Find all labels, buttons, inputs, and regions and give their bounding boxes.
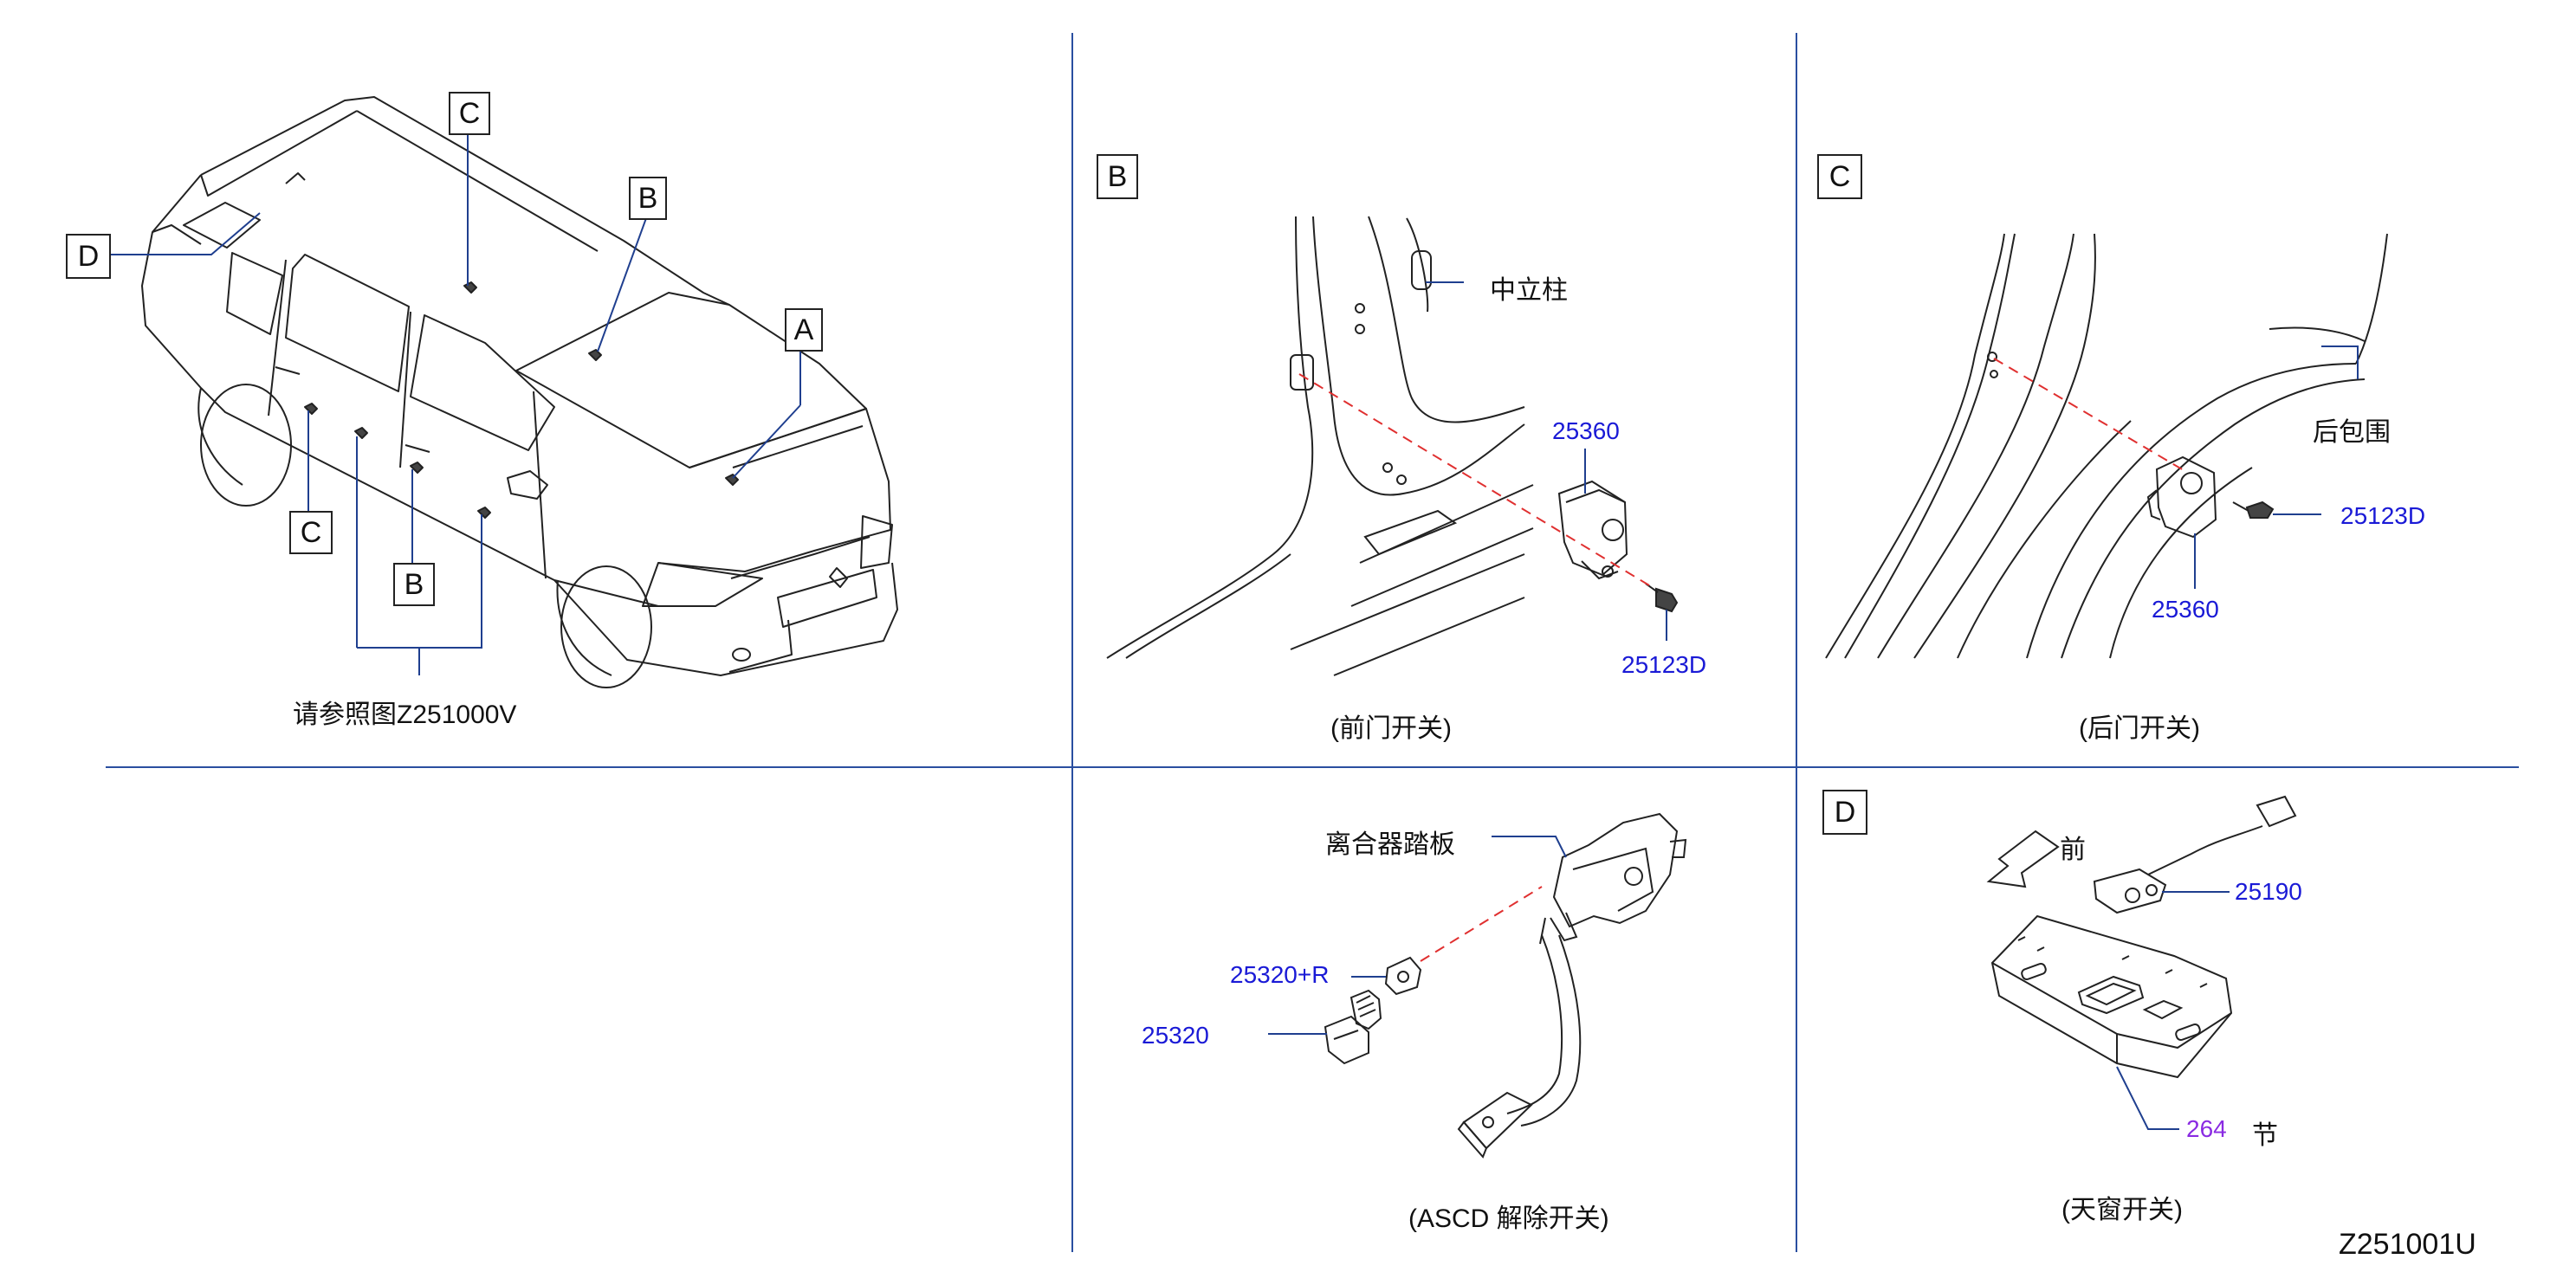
clutch-caption: (ASCD 解除开关) bbox=[1408, 1204, 1609, 1233]
callout-c: C bbox=[449, 92, 490, 135]
front-arrow-icon bbox=[1986, 830, 2060, 888]
d-part-switch: 25190 bbox=[2235, 878, 2302, 905]
callout-b: B bbox=[629, 177, 667, 220]
clutch-pedal-illustration bbox=[1324, 812, 1687, 1159]
clutch-pedal-label: 离合器踏板 bbox=[1325, 830, 1455, 859]
callout-b-lower: B bbox=[393, 563, 435, 606]
c-leaders bbox=[2194, 345, 2359, 589]
b-caption: (前门开关) bbox=[1330, 714, 1452, 743]
reference-note: 请参照图Z251000V bbox=[293, 701, 517, 729]
b-part-bolt: 25123D bbox=[1621, 651, 1707, 678]
vehicle-illustration bbox=[141, 96, 898, 688]
clutch-hidden-line bbox=[1420, 886, 1543, 962]
d-leaders bbox=[2116, 891, 2230, 1130]
c-hidden-line bbox=[1993, 358, 2189, 474]
front-label: 前 bbox=[2060, 836, 2086, 864]
b-leaders bbox=[1426, 281, 1667, 641]
vehicle-leaders bbox=[111, 132, 801, 675]
b-part-switch: 25360 bbox=[1552, 417, 1620, 444]
figure-id: Z251001U bbox=[2339, 1228, 2476, 1261]
clutch-part-switch: 25320 bbox=[1142, 1022, 1209, 1049]
pillar-label: 中立柱 bbox=[1490, 276, 1568, 305]
callout-c-lower: C bbox=[289, 511, 333, 554]
panel-d-tag: D bbox=[1822, 790, 1867, 835]
panel-frame bbox=[106, 33, 2519, 1252]
panel-c-tag: C bbox=[1817, 154, 1862, 199]
c-pillar-illustration bbox=[1825, 233, 2388, 659]
clutch-part-stopper: 25320+R bbox=[1230, 961, 1330, 988]
panel-b-tag: B bbox=[1097, 154, 1138, 199]
b-pillar-illustration bbox=[1106, 216, 1679, 676]
d-caption: (天窗开关) bbox=[2061, 1196, 2183, 1224]
sunroof-illustration bbox=[1986, 795, 2297, 1079]
d-part-lamp: 264 bbox=[2186, 1115, 2227, 1142]
d-part-lamp-suffix: 节 bbox=[2252, 1121, 2278, 1150]
c-caption: (后门开关) bbox=[2079, 714, 2200, 743]
c-part-switch: 25360 bbox=[2152, 596, 2219, 623]
c-part-bolt: 25123D bbox=[2340, 502, 2426, 529]
clutch-leaders bbox=[1268, 836, 1567, 1035]
callout-a: A bbox=[785, 308, 823, 352]
callout-d: D bbox=[66, 234, 111, 279]
trim-label: 后包围 bbox=[2313, 418, 2391, 447]
